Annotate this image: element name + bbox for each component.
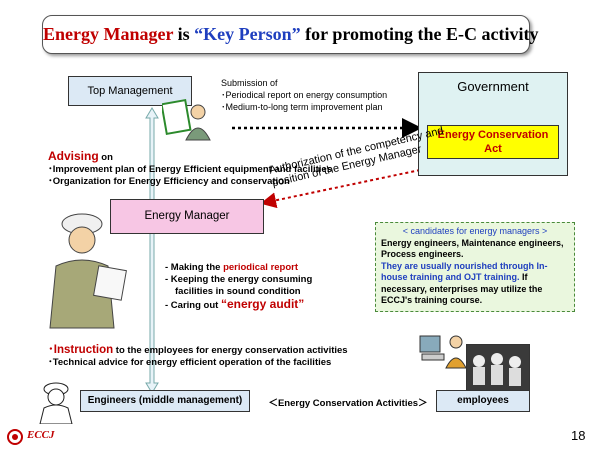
- authorization-arrow: [260, 169, 421, 209]
- duty-1-highlight: periodical report: [223, 262, 299, 273]
- title-rest: for promoting the E-C activity: [300, 24, 539, 44]
- candidates-line-2: They are usually nourished through In-ho…: [381, 260, 548, 283]
- eccj-logo-icon: [7, 429, 23, 445]
- duty-1-prefix: - Making the: [165, 262, 224, 273]
- energy-conservation-act-box: Energy Conservation Act: [427, 125, 559, 159]
- government-box: Government Energy Conservation Act: [418, 72, 568, 176]
- government-label: Government: [457, 79, 529, 94]
- title-is: is: [173, 24, 195, 44]
- energy-conservation-act-label: Energy Conservation Act: [437, 129, 549, 155]
- employees-box: employees: [436, 390, 530, 412]
- page-number: 18: [571, 428, 586, 443]
- submission-item-1: ･Periodical report on energy consumption: [221, 90, 388, 100]
- title-energy-manager: Energy Manager: [43, 24, 174, 44]
- submission-item-2: ･Medium-to-long term improvement plan: [221, 102, 383, 112]
- advising-word: Advising: [48, 149, 99, 163]
- advising-item-1: ･Improvement plan of Energy Efficient eq…: [48, 164, 332, 175]
- ec-activities-label: ＜Energy Conservation Activities＞: [258, 395, 438, 409]
- energy-manager-label: Energy Manager: [144, 210, 230, 222]
- candidates-box: < candidates for energy managers > Energ…: [375, 222, 575, 312]
- computer-user-icon: [418, 330, 468, 370]
- duty-2: - Keeping the energy consuming: [165, 274, 313, 285]
- top-management-box: Top Management: [68, 76, 192, 106]
- instruction-block: ･Instruction to the employees for energy…: [48, 344, 378, 369]
- top-management-label: Top Management: [87, 85, 173, 97]
- title-key-person: “Key Person”: [194, 24, 301, 44]
- advising-suffix: on: [98, 152, 113, 163]
- advising-item-2: ･Organization for Energy Efficiency and …: [48, 176, 290, 187]
- duties-block: - Making the periodical report - Keeping…: [165, 262, 385, 312]
- duty-3-prefix: - Caring out: [165, 300, 221, 311]
- candidates-line-1: Energy engineers, Maintenance engineers,…: [381, 237, 564, 260]
- duty-3-highlight: “energy audit”: [220, 297, 305, 311]
- title-box: Energy Manager is “Key Person” for promo…: [42, 15, 538, 54]
- eccj-logo: ECCJ: [6, 428, 76, 446]
- instruction-word: ･Instruction: [48, 344, 114, 356]
- engineer-icon: [36, 380, 76, 425]
- duty-2b: facilities in sound condition: [175, 286, 301, 297]
- workers-photo: [466, 344, 530, 392]
- document-handover-icon: [160, 98, 214, 144]
- submission-text: Submission of ･Periodical report on ener…: [221, 77, 441, 113]
- candidates-heading: < candidates for energy managers >: [402, 226, 548, 236]
- advising-block: Advising on ･Improvement plan of Energy …: [48, 150, 368, 188]
- eccj-logo-text: ECCJ: [27, 429, 55, 441]
- energy-manager-box: Energy Manager: [110, 199, 264, 234]
- engineers-label: Engineers (middle management): [87, 395, 243, 406]
- ec-activities-text: ＜Energy Conservation Activities＞: [268, 398, 428, 409]
- employees-label: employees: [457, 395, 509, 406]
- instruction-suffix: to the employees for energy conservation…: [113, 345, 348, 356]
- engineers-box: Engineers (middle management): [80, 390, 250, 412]
- submission-heading: Submission of: [221, 78, 278, 88]
- worker-illustration: [32, 210, 132, 330]
- instruction-line-2: ･Technical advice for energy efficient o…: [48, 357, 332, 368]
- candidates-line-3: If necessary, enterprises may utilize th…: [381, 272, 543, 305]
